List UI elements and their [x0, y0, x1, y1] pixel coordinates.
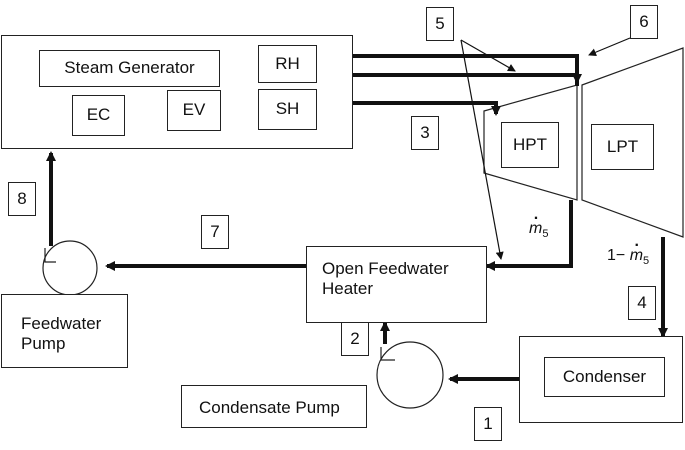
- lpt-label: LPT: [591, 124, 654, 170]
- feedwater-pump-label-line1: Feedwater: [21, 314, 102, 333]
- remainder-flow-prefix: 1−: [607, 247, 626, 264]
- extraction-flow-symbol: m: [529, 210, 542, 238]
- state-point-5: 5: [426, 7, 454, 41]
- open-feedwater-heater-box: Open Feedwater Heater: [306, 246, 487, 323]
- flow-lines: [46, 54, 668, 384]
- extraction-flow-label: m5: [529, 210, 549, 241]
- feedwater-pump-label-line2: Pump: [21, 334, 66, 353]
- leader-lines: [460, 37, 631, 260]
- condensate-pump-label-box: [181, 385, 367, 428]
- state-point-4: 4: [628, 286, 656, 320]
- state-point-7: 7: [201, 215, 229, 249]
- line-sh-to-hpt: [353, 101, 501, 116]
- heater-label-line1: Open Feedwater: [322, 259, 449, 278]
- feedwater-pump-label-box: [1, 294, 128, 368]
- feedwater-pump-symbol: [42, 240, 98, 296]
- state-point-8: 8: [8, 182, 36, 216]
- state-point-2: 2: [341, 322, 369, 356]
- state-point-3: 3: [411, 116, 439, 150]
- line-hpt-to-rh: [353, 73, 579, 86]
- heater-label-line2: Heater: [322, 279, 374, 298]
- sh-label: SH: [258, 89, 317, 130]
- condenser-label: Condenser: [544, 357, 665, 397]
- condensate-pump-symbol: [376, 341, 444, 409]
- remainder-flow-subscript: 5: [643, 255, 650, 268]
- ec-label: EC: [72, 95, 125, 136]
- line-hpt-extraction: [485, 200, 573, 271]
- state-point-1: 1: [474, 407, 502, 441]
- steam-generator-label: Steam Generator: [39, 50, 220, 87]
- state-point-6: 6: [630, 5, 658, 39]
- condensate-pump-label: Condensate Pump: [199, 398, 340, 417]
- ev-label: EV: [167, 90, 221, 131]
- remainder-flow-symbol: m: [630, 237, 643, 265]
- hpt-label: HPT: [501, 122, 559, 168]
- remainder-flow-label: 1− m5: [607, 237, 650, 268]
- rh-label: RH: [258, 45, 317, 83]
- extraction-flow-subscript: 5: [542, 228, 549, 241]
